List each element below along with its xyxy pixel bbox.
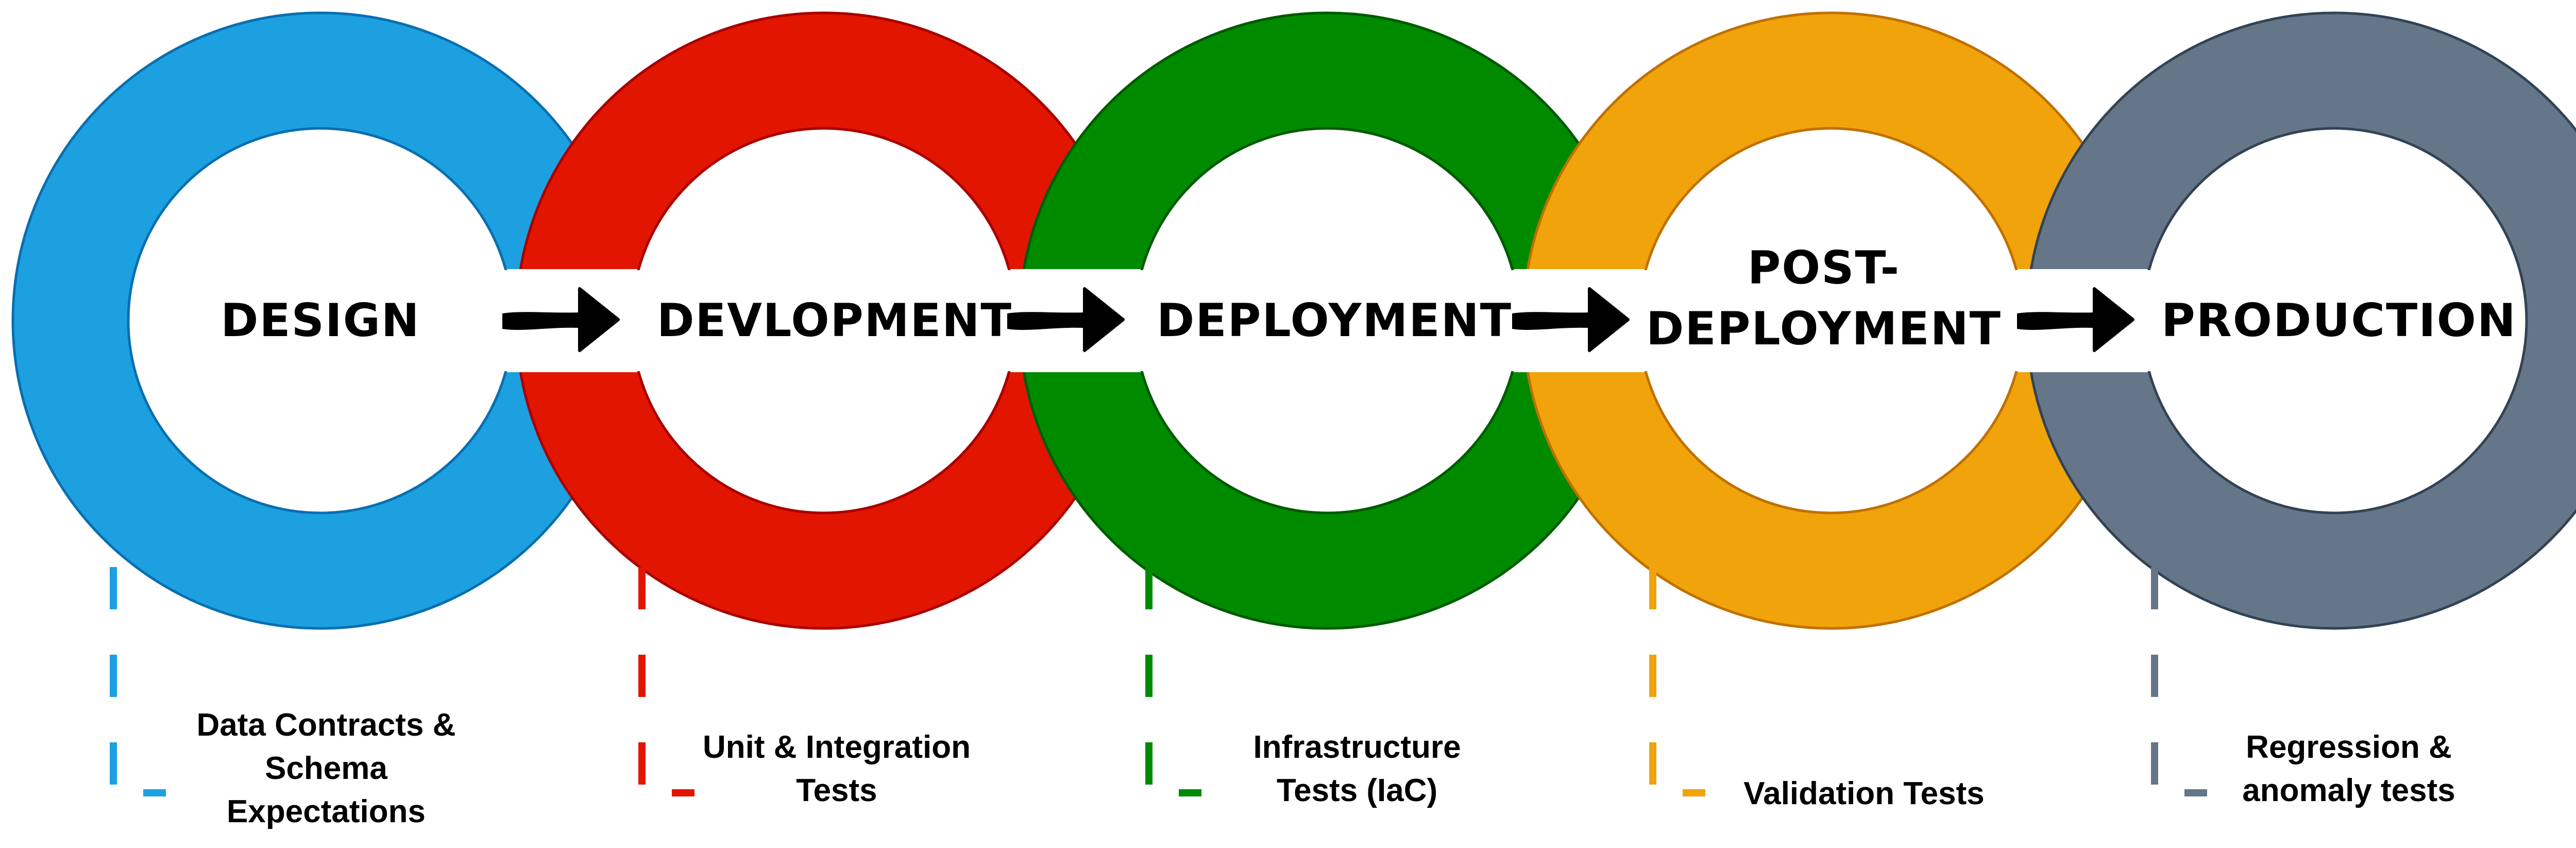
arrow-icon <box>502 287 620 352</box>
test-line: anomaly tests <box>2242 773 2455 808</box>
white-band-overlay <box>496 270 2159 371</box>
arrow-icon <box>1007 287 1125 352</box>
stage-label-design: DESIGN <box>221 294 420 347</box>
leader-production <box>2151 567 2207 796</box>
leader-lines <box>110 567 2207 796</box>
arrows <box>502 287 2134 352</box>
leader-post-deployment <box>1649 567 1705 796</box>
stage-labels: DESIGN DEVLOPMENT DEPLOYMENT POST- DEPLO… <box>221 241 2517 355</box>
test-line: Unit & Integration <box>702 729 971 765</box>
test-line: Infrastructure <box>1253 729 1461 765</box>
test-line: Expectations <box>227 794 426 829</box>
leader-development <box>638 567 694 796</box>
arrow-icon <box>1512 287 1630 352</box>
stage-label-post-deployment-line2: DEPLOYMENT <box>1646 302 2002 355</box>
test-line: Tests (IaC) <box>1276 773 1438 808</box>
stage-label-post-deployment-line1: POST- <box>1748 241 1900 294</box>
test-label-development: Unit & Integration Tests <box>703 726 971 812</box>
stage-label-production: PRODUCTION <box>2161 294 2517 347</box>
arrow-icon <box>2017 287 2134 352</box>
test-line: Data Contracts & <box>196 707 456 743</box>
test-label-deployment: Infrastructure Tests (IaC) <box>1253 726 1461 812</box>
test-label-design: Data Contracts & Schema Expectations <box>197 704 456 834</box>
test-label-production: Regression & anomaly tests <box>2242 726 2455 812</box>
test-line: Tests <box>796 773 877 808</box>
test-line: Regression & <box>2246 729 2452 765</box>
stage-label-development: DEVLOPMENT <box>657 294 1012 347</box>
test-line: Schema <box>265 751 387 786</box>
test-line: Validation Tests <box>1743 776 1985 811</box>
test-label-post-deployment: Validation Tests <box>1743 772 1984 816</box>
leader-deployment <box>1145 567 1201 796</box>
stage-label-deployment: DEPLOYMENT <box>1157 294 1512 347</box>
leader-design <box>110 567 166 796</box>
